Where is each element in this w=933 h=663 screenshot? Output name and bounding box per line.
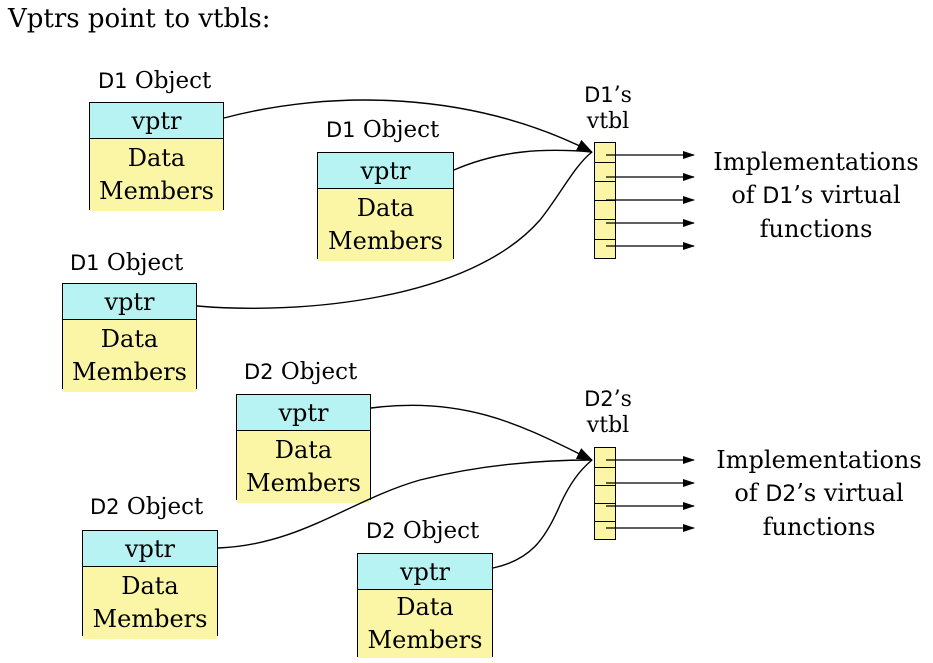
class-name: D2 [765, 482, 797, 507]
d2-object-c-label: D2 Object [366, 518, 479, 544]
data-line: Data [356, 194, 415, 222]
vtbl-slot [595, 201, 615, 220]
d1-object-c: vptr Data Members [62, 283, 197, 392]
impl-line: functions [759, 215, 873, 243]
members-line: Members [328, 227, 443, 255]
class-name: D2 [244, 360, 274, 384]
vptr-pointer-curve [492, 459, 593, 569]
members-line: Members [246, 469, 361, 497]
vptr-field: vptr [90, 103, 223, 139]
vtbl-word: vtbl [586, 413, 630, 438]
impl-suffix: ’s virtual [793, 181, 901, 209]
vtbl-slot [595, 486, 615, 504]
vptr-field: vptr [237, 395, 370, 431]
object-word: Object [106, 250, 184, 276]
object-word: Object [280, 359, 358, 385]
d2-object-a: vptr Data Members [236, 394, 371, 503]
vtbl-slot [595, 182, 615, 201]
vptr-field: vptr [318, 153, 453, 189]
members-line: Members [99, 177, 214, 205]
data-line: Data [274, 436, 333, 464]
class-name: D1 [70, 251, 100, 275]
data-line: Data [396, 593, 454, 621]
members-line: Members [367, 626, 483, 654]
d2-vtbl [594, 447, 616, 540]
vptr-field: vptr [63, 284, 196, 320]
vtbl-slot [595, 448, 615, 468]
data-members: Data Members [318, 189, 453, 261]
d1-object-a-label: D1 Object [98, 68, 211, 94]
class-name: D2 [366, 519, 396, 543]
data-line: Data [121, 572, 179, 600]
class-name: D2 [90, 495, 120, 519]
data-members: Data Members [83, 567, 217, 639]
members-line: Members [92, 605, 208, 633]
possessive: ’s [613, 83, 632, 108]
class-name: D1 [584, 83, 614, 107]
d1-object-a: vptr Data Members [89, 102, 224, 211]
d1-object-b-label: D1 Object [326, 117, 439, 143]
vptr-pointer-curve [217, 459, 593, 549]
vtbl-slot [595, 163, 615, 182]
possessive: ’s [613, 387, 632, 412]
object-word: Object [362, 117, 440, 143]
data-members: Data Members [90, 139, 223, 211]
d2-vtbl-label: D2’s vtbl [578, 386, 638, 439]
vtbl-word: vtbl [586, 109, 630, 134]
d2-object-b-label: D2 Object [90, 494, 203, 520]
vptr-field: vptr [83, 531, 217, 567]
data-members: Data Members [63, 320, 196, 392]
class-name: D2 [584, 387, 614, 411]
class-name: D1 [98, 69, 128, 93]
object-word: Object [126, 494, 204, 520]
vptr-pointer-curve [453, 149, 593, 171]
vtbl-slot [595, 504, 615, 522]
impl-prefix: of [734, 479, 766, 507]
data-line: Data [100, 325, 159, 353]
vptr-pointer-curve [370, 404, 593, 461]
data-members: Data Members [237, 431, 370, 503]
vtbl-slot [595, 220, 615, 240]
class-name: D1 [762, 184, 794, 209]
d1-object-b: vptr Data Members [317, 152, 454, 261]
d1-vtbl-label: D1’s vtbl [578, 82, 638, 135]
vptr-pointer-curve [223, 99, 593, 153]
impl-prefix: of [731, 181, 763, 209]
d2-object-b: vptr Data Members [82, 530, 218, 639]
object-word: Object [134, 68, 212, 94]
vtbl-slot [595, 143, 615, 163]
d1-object-c-label: D1 Object [70, 250, 183, 276]
impl-suffix: ’s virtual [796, 479, 904, 507]
impl-line: Implementations [716, 446, 922, 474]
d1-implementations-text: Implementations of D1’s virtual function… [705, 146, 927, 246]
data-line: Data [127, 144, 186, 172]
page-title: Vptrs point to vtbls: [8, 4, 271, 34]
d2-object-a-label: D2 Object [244, 359, 357, 385]
vptr-pointer-curve [196, 151, 593, 309]
d2-implementations-text: Implementations of D2’s virtual function… [708, 444, 930, 544]
impl-line: Implementations [713, 148, 919, 176]
object-word: Object [402, 518, 480, 544]
impl-line: functions [762, 513, 876, 541]
members-line: Members [72, 358, 187, 386]
vtbl-slot [595, 468, 615, 486]
d2-object-c: vptr Data Members [357, 553, 493, 658]
class-name: D1 [326, 118, 356, 142]
data-members: Data Members [358, 590, 492, 658]
vptr-field: vptr [358, 554, 492, 590]
